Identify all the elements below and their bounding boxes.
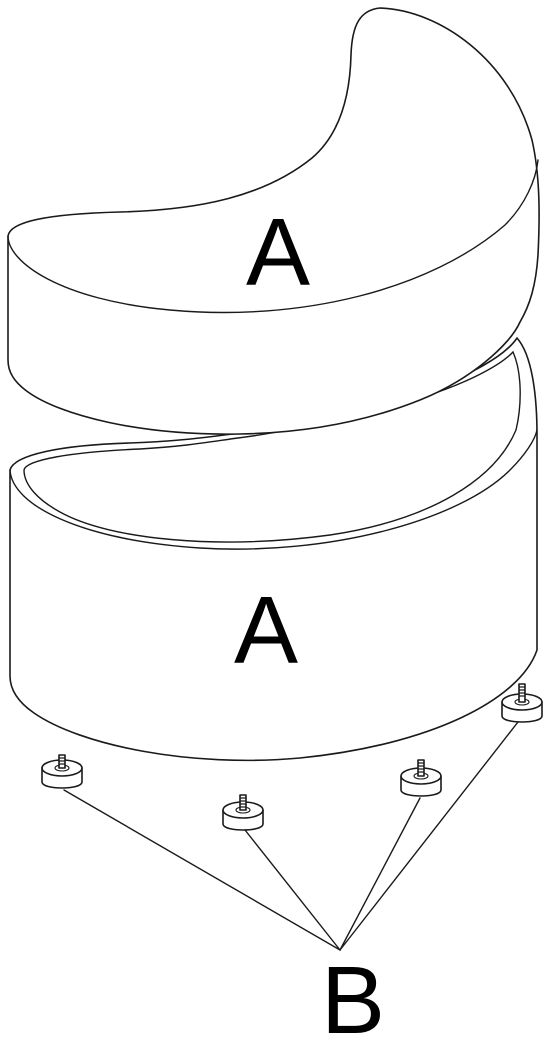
label-feet: B: [321, 947, 385, 1037]
foot-4: [501, 683, 543, 723]
leader-line-foot-2: [244, 829, 341, 951]
label-bottom-base: A: [234, 577, 298, 684]
foot-2: [222, 794, 264, 831]
leader-line-foot-3: [339, 797, 421, 951]
bottom-base-inner-rim: [23, 350, 521, 543]
bottom-base-top-edge: [9, 429, 538, 550]
bottom-base-body: [9, 337, 538, 762]
foot-1: [41, 754, 83, 789]
leader-line-foot-4: [339, 721, 519, 951]
bottom-base-part: [9, 337, 538, 762]
label-top-cushion: A: [246, 199, 310, 306]
leader-lines: [63, 721, 519, 951]
top-cushion-face-edge: [7, 159, 539, 314]
foot-3: [400, 759, 442, 797]
top-cushion-part: [7, 7, 540, 435]
leader-line-foot-1: [63, 789, 341, 951]
top-cushion-body: [7, 7, 540, 435]
